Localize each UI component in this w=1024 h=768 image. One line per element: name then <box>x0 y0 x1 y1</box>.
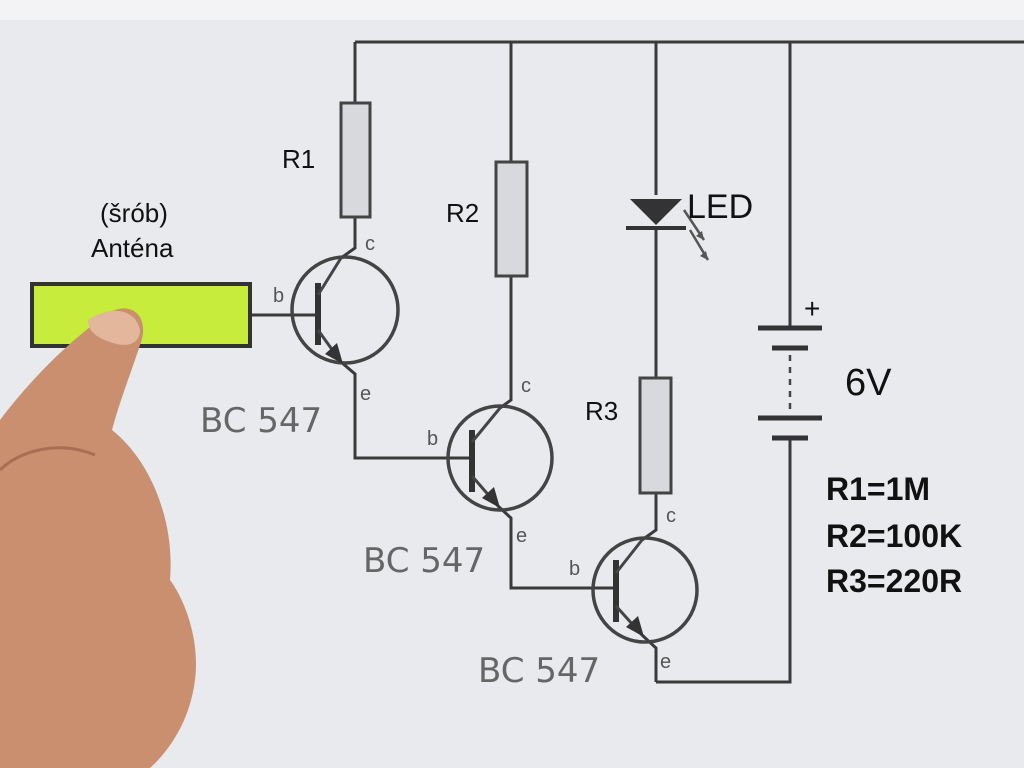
r3-value: R3=220R <box>826 563 962 599</box>
t1-pin-b: b <box>273 285 284 307</box>
t3-model-label: BC 547 <box>478 651 600 691</box>
t1-emitter-wire <box>340 360 470 460</box>
r1-label: R1 <box>282 144 315 174</box>
t1-pin-c: c <box>365 233 375 255</box>
led-triangle <box>630 199 682 225</box>
r3-label: R3 <box>585 396 618 426</box>
transistor-t1-collector-lead <box>316 257 343 296</box>
t1-pin-e: e <box>360 383 371 405</box>
t2-pin-c: c <box>521 375 531 397</box>
t3-pin-e: e <box>660 651 671 673</box>
transistor-t2 <box>446 404 554 512</box>
r1-value: R1=1M <box>826 471 930 507</box>
resistor-r3 <box>638 376 673 495</box>
battery <box>758 325 822 441</box>
resistor-r2 <box>494 160 529 278</box>
transistor-t2-emitter-arrow <box>482 487 500 508</box>
transistor-t1-emitter-arrow <box>325 343 343 364</box>
finger-knuckle-line <box>0 446 96 472</box>
led <box>626 199 710 261</box>
transistor-t2-body <box>446 404 554 512</box>
t2-pin-e: e <box>516 525 527 547</box>
r1-collector-wire <box>340 217 357 260</box>
t2-emitter-wire <box>496 504 613 590</box>
battery-minus-wire <box>656 438 792 684</box>
transistor-t3-body <box>591 536 699 644</box>
r2-value: R2=100K <box>826 518 962 554</box>
t2-pin-b: b <box>427 428 438 450</box>
transistor-t1 <box>290 255 400 365</box>
paper-top-band <box>0 0 1024 20</box>
t3-pin-c: c <box>666 505 676 527</box>
led-label: LED <box>687 188 753 226</box>
antenna-label-line1: (šrób) <box>100 198 168 228</box>
voltage-label: 6V <box>845 362 892 404</box>
fingernail <box>88 310 140 345</box>
transistor-t1-body <box>290 255 400 365</box>
t2-model-label: BC 547 <box>363 541 485 581</box>
t3-emitter-wire <box>640 633 658 682</box>
finger-shape <box>0 308 196 768</box>
battery-plus-sign: + <box>804 293 820 324</box>
t1-model-label: BC 547 <box>200 401 322 441</box>
antenna-label-line2: Anténa <box>91 233 174 263</box>
led-emission-arrow-2 <box>700 251 708 260</box>
transistor-t2-collector-lead <box>470 407 502 443</box>
resistor-r1 <box>339 101 372 219</box>
transistor-t3-collector-lead <box>614 539 644 574</box>
pointing-finger <box>0 308 196 768</box>
transistor-t3-emitter-arrow <box>626 616 644 637</box>
r2-label: R2 <box>446 198 479 228</box>
led-emission-arrow-1 <box>696 231 704 240</box>
t3-pin-b: b <box>569 558 580 580</box>
transistor-t3 <box>591 536 699 644</box>
